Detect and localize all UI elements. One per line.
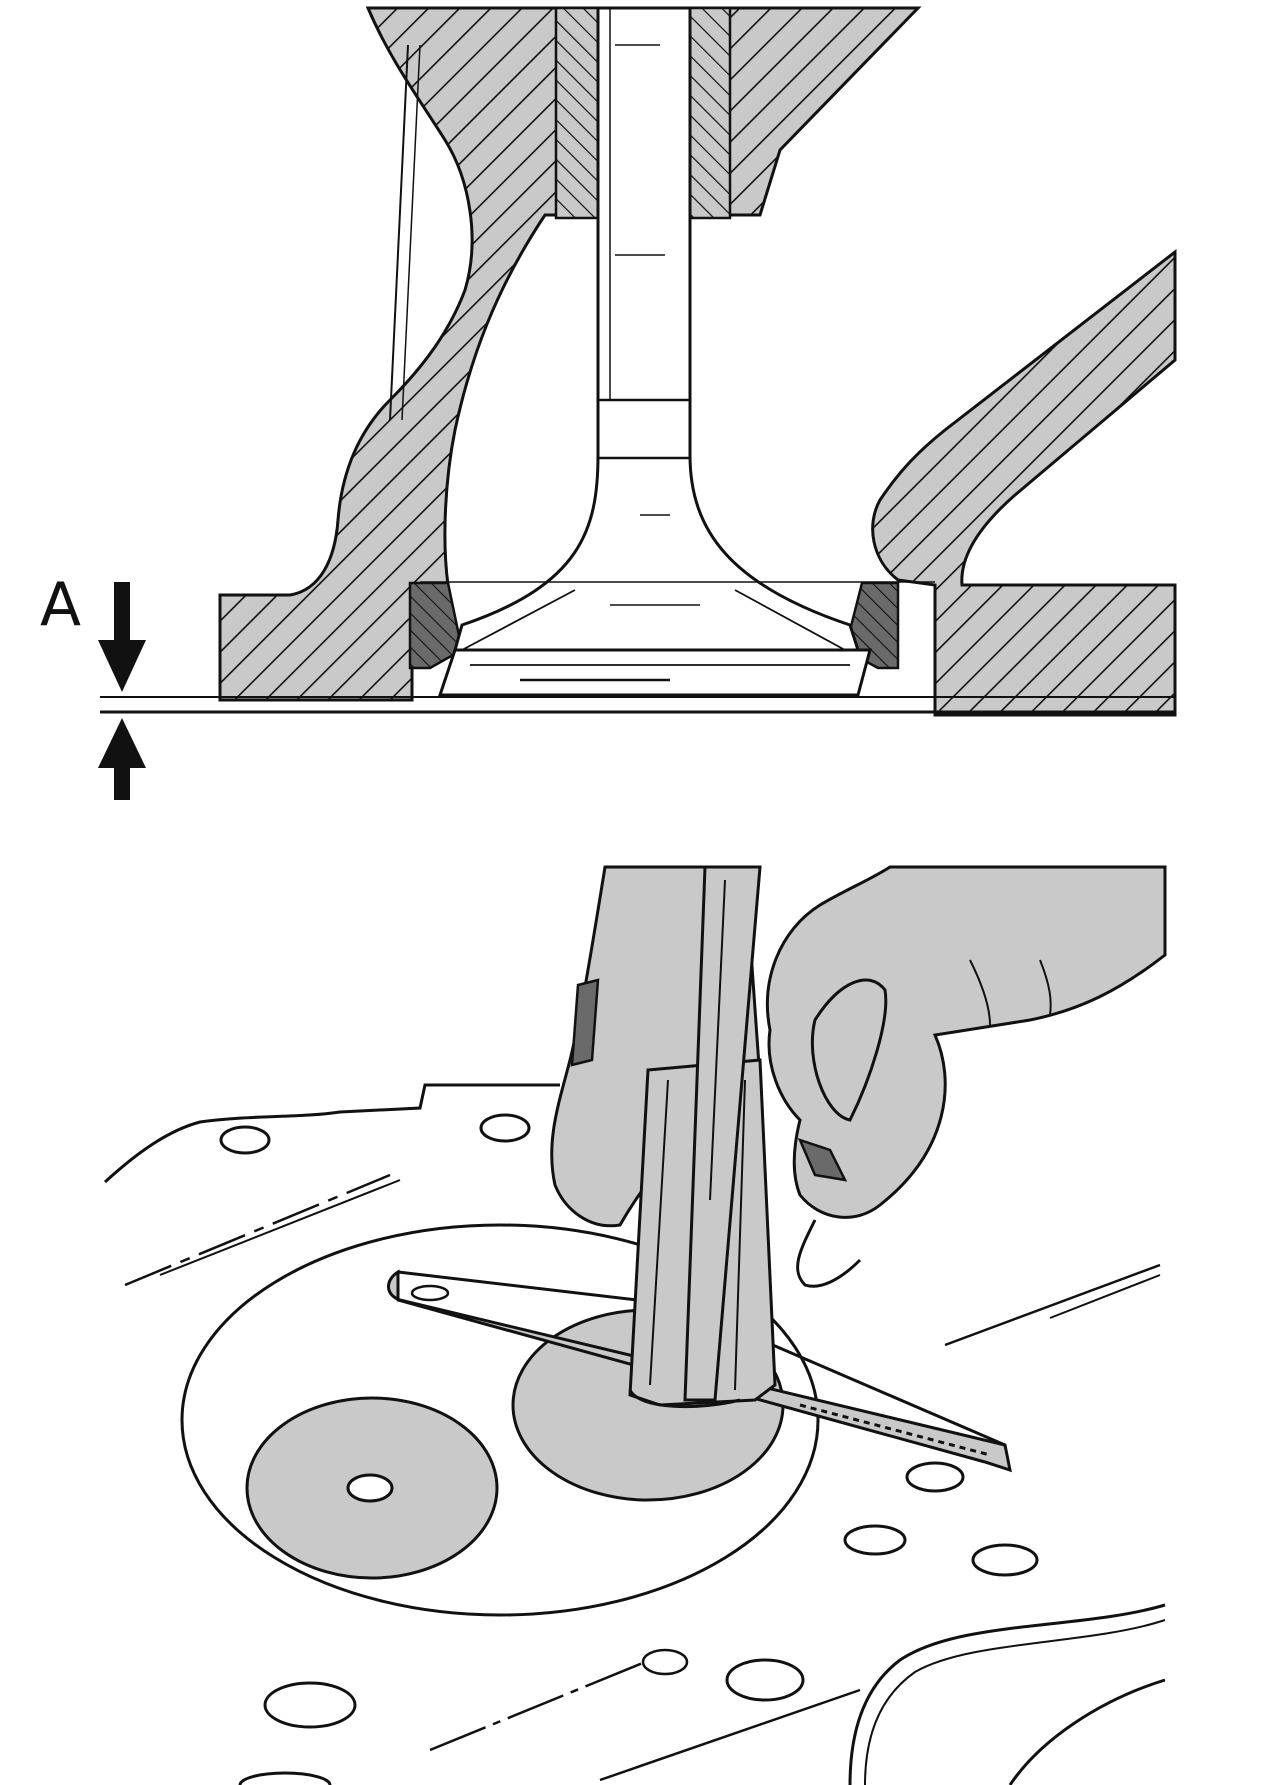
depth-gauge-groove-3 [709, 879, 726, 1201]
hand-fingers [765, 865, 1167, 1219]
hole-9 [238, 1771, 332, 1785]
hole-3 [905, 1461, 965, 1493]
seat-angle-left [461, 589, 576, 651]
seat-angle-right [734, 589, 846, 651]
finger-nail-2 [797, 1137, 848, 1182]
depth-gauge-groove-1 [649, 1079, 669, 1386]
gasket-line-1 [124, 1173, 391, 1287]
bolt-hole-2 [479, 1113, 531, 1143]
valve-guide-left [554, 6, 600, 220]
dimension-a-indicator: A [40, 570, 146, 800]
gasket-line-6 [599, 1688, 861, 1782]
bolt-hole-1 [219, 1125, 271, 1155]
finger-crease [969, 959, 1052, 1026]
gasket-line-5 [429, 1658, 651, 1752]
finger-nail-1 [810, 978, 888, 1122]
head-surface-outline [103, 1083, 560, 1184]
gasket-line-2 [159, 1179, 401, 1276]
gasket-line-4 [1049, 1274, 1161, 1319]
head-edge-curve-2 [1008, 1678, 1166, 1785]
depth-gauge-groove-2 [734, 1079, 746, 1391]
head-edge-curve [848, 1603, 1166, 1785]
head-edge-curve-inner [864, 1619, 1166, 1785]
outer-contour-line [389, 44, 409, 421]
hole-4 [843, 1524, 907, 1556]
valve-guide-right [688, 6, 732, 220]
dimension-a-label: A [40, 570, 81, 640]
valve-head [437, 648, 872, 697]
depth-gauge-tip [628, 1389, 741, 1409]
hole-7 [725, 1658, 805, 1702]
valve-recess-section: A [40, 6, 1177, 800]
valve-face-left-hole [346, 1473, 394, 1503]
hole-6 [641, 1648, 689, 1676]
gasket-line-3 [944, 1263, 1161, 1347]
cylinder-head-right-port [871, 248, 1177, 717]
thumb-nail [570, 978, 600, 1067]
hole-5 [971, 1543, 1039, 1577]
outer-contour-line-2 [401, 44, 421, 421]
valve-seat-insert-left [408, 581, 464, 670]
hole-8 [263, 1681, 357, 1729]
finger-curl [796, 1219, 862, 1288]
depth-measurement-illustration [103, 865, 1167, 1785]
straightedge-slot [410, 1284, 450, 1302]
cylinder-head-left-wall [218, 6, 600, 702]
depth-gauge-rod [683, 865, 762, 1402]
